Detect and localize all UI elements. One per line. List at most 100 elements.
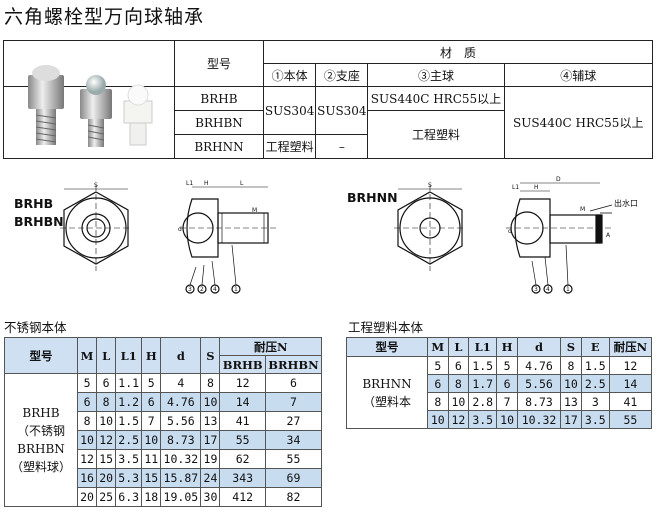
table-cell: 3.5 <box>115 449 143 469</box>
table-cell: 6 <box>141 392 162 412</box>
plastic-h-e: E <box>580 337 610 357</box>
drawing-label-brhb: BRHB <box>14 196 54 211</box>
technical-drawings: S M L L1 H d 3 2 4 1 S D M L1 H d A 3 4 … <box>60 176 638 294</box>
plastic-h-l: L <box>447 337 470 357</box>
steel-h-model: 型号 <box>4 337 78 374</box>
table-cell: 12 <box>96 430 117 450</box>
table-cell: 12 <box>76 449 98 469</box>
table-cell: 3.5 <box>468 410 498 429</box>
table-cell: 10 <box>76 430 98 450</box>
plastic-h-m: M <box>427 337 449 357</box>
hex-view-right <box>397 191 463 265</box>
table-cell: 7 <box>264 392 323 412</box>
table-cell: 10 <box>496 410 518 429</box>
model-name-line: （塑料本 <box>362 394 411 409</box>
table-cell: 2.5 <box>580 374 610 393</box>
dim-h-left: H <box>204 180 209 187</box>
table-cell: 2.8 <box>468 392 498 411</box>
dim-m-right: M <box>580 206 585 213</box>
table-cell: 10 <box>560 374 582 393</box>
table-cell: 5 <box>427 356 449 375</box>
table-cell: 13 <box>560 392 582 411</box>
table-cell: 41 <box>608 392 653 411</box>
part-4-left: 4 <box>213 286 217 293</box>
table-cell: 19 <box>200 449 221 469</box>
outlet-callout: 出水口 <box>614 198 638 208</box>
table-cell: 10 <box>96 411 117 431</box>
table-cell: 5 <box>76 373 98 393</box>
product-photo <box>27 64 152 147</box>
dim-d-right: D <box>556 176 561 183</box>
steel-h-load: 耐压N <box>219 337 322 356</box>
ball-plastic: 工程塑料 <box>367 110 505 159</box>
table-cell: 18 <box>141 487 162 507</box>
table-cell: 17 <box>560 410 582 429</box>
table-cell: 10 <box>447 392 470 411</box>
part-3-right: 3 <box>534 286 538 293</box>
plastic-h-model: 型号 <box>346 337 428 357</box>
table-cell: 15.87 <box>160 468 202 488</box>
table-cell: 55 <box>608 410 653 429</box>
table-cell: 10 <box>200 392 221 412</box>
table-cell: 1.5 <box>580 356 610 375</box>
plastic-h-l1: L1 <box>468 337 498 357</box>
table-cell: 62 <box>219 449 266 469</box>
page-title: 六角螺栓型万向球轴承 <box>4 6 205 28</box>
table-cell: 6 <box>447 356 470 375</box>
part-1-right: 1 <box>566 286 570 293</box>
model-brhb: BRHB <box>174 86 264 111</box>
model-brhbn: BRHBN <box>174 110 264 135</box>
model-name-line: BRHBN <box>17 442 65 456</box>
table-cell: 4.76 <box>516 356 562 375</box>
product-photo-cell <box>3 40 175 147</box>
body-steel: SUS304 <box>262 86 317 135</box>
dim-s-right: S <box>428 182 432 189</box>
col-aux-ball: ④辅球 <box>503 63 653 87</box>
table-cell: 8.73 <box>160 430 202 450</box>
table-cell: 17 <box>200 430 221 450</box>
table-cell: 27 <box>264 411 323 431</box>
table-cell: 4.76 <box>160 392 202 412</box>
table-cell: 8 <box>560 356 582 375</box>
steel-h-l: L <box>96 337 117 374</box>
steel-h-brhb: BRHB <box>219 355 266 374</box>
table-cell: 16 <box>76 468 98 488</box>
drawing-label-brhnn: BRHNN <box>347 190 398 205</box>
table-cell: 1.2 <box>115 392 143 412</box>
table-cell: 6 <box>76 392 98 412</box>
table-cell: 6.3 <box>115 487 143 507</box>
part-4-right: 4 <box>546 286 550 293</box>
table-cell: 5 <box>496 356 518 375</box>
table-cell: 8 <box>200 373 221 393</box>
plastic-table-caption: 工程塑料本体 <box>348 320 424 335</box>
table-cell: 8 <box>427 392 449 411</box>
material-header: 材 质 <box>263 40 653 64</box>
table-cell: 4 <box>160 373 202 393</box>
col-seat: ②支座 <box>315 63 369 87</box>
plastic-h-h: H <box>496 337 518 357</box>
table-cell: 343 <box>219 468 266 488</box>
table-cell: 6 <box>264 373 323 393</box>
table-cell: 55 <box>219 430 266 450</box>
model-name-line: （塑料球） <box>10 460 71 474</box>
table-cell: 10.32 <box>160 449 202 469</box>
table-cell: 5.56 <box>516 374 562 393</box>
steel-h-s: S <box>200 337 221 374</box>
dim-a-right: A <box>606 232 611 239</box>
dim-l1-right: L1 <box>512 184 519 191</box>
steel-h-h: H <box>141 337 162 374</box>
table-cell: 7 <box>141 411 162 431</box>
col-main-ball: ③主球 <box>367 63 505 87</box>
table-cell: 10 <box>427 410 449 429</box>
table-cell: 30 <box>200 487 221 507</box>
table-cell: 8 <box>96 392 117 412</box>
table-cell: 82 <box>264 487 323 507</box>
seat-steel: SUS304 <box>315 86 369 135</box>
